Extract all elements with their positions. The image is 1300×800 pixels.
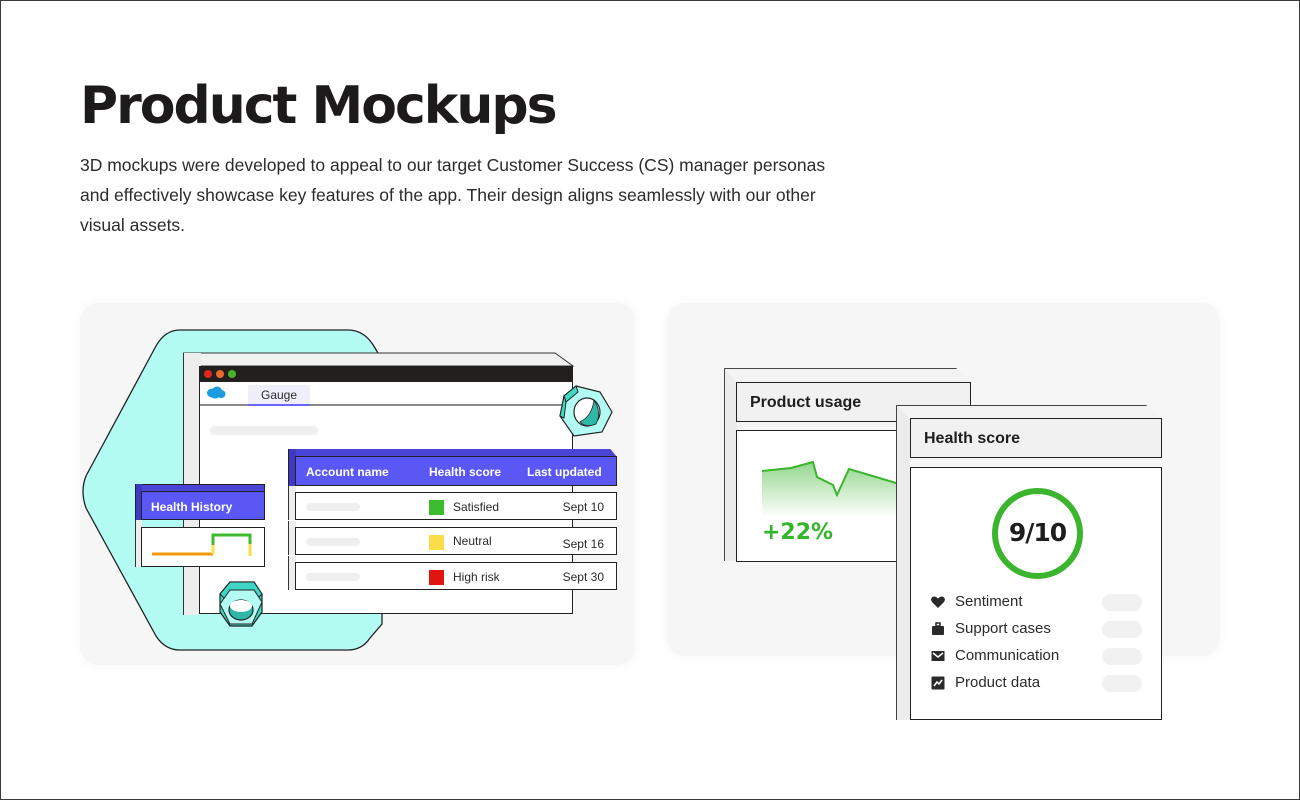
score-value: 9/10: [1008, 518, 1067, 547]
metric-sentiment[interactable]: Sentiment: [930, 592, 1142, 612]
health-status: Satisfied: [453, 500, 500, 514]
column-last-updated[interactable]: Last updated: [527, 465, 602, 479]
column-health-score[interactable]: Health score: [429, 465, 502, 479]
salesforce-cloud-icon: [207, 386, 226, 399]
product-usage-side-face: [724, 368, 737, 561]
last-updated: Sept 10: [562, 500, 604, 514]
product-usage-panel: [736, 430, 907, 562]
metric-value-placeholder: [1102, 648, 1142, 665]
column-account-name[interactable]: Account name: [306, 465, 389, 479]
health-status: Neutral: [453, 534, 492, 548]
account-name-placeholder: [306, 538, 360, 546]
health-history-side-face: [135, 484, 142, 520]
chart-icon: [931, 676, 945, 690]
health-score-side-face: [896, 405, 910, 720]
status-swatch-red: [429, 570, 444, 585]
account-name-placeholder: [306, 503, 360, 511]
row-side-face: [288, 486, 296, 520]
last-updated: Sept 16: [562, 537, 604, 551]
envelope-icon: [931, 651, 945, 661]
health-history-chart: [141, 527, 265, 567]
health-history-line-icon: [152, 533, 252, 556]
accounts-table-header: Account name Health score Last updated: [295, 456, 617, 486]
health-status: High risk: [453, 570, 500, 584]
table-header-top-face: [288, 449, 617, 457]
metric-value-placeholder: [1102, 675, 1142, 692]
metric-value-placeholder: [1102, 621, 1142, 638]
last-updated: Sept 30: [562, 570, 604, 584]
page-description: 3D mockups were developed to appeal to o…: [80, 155, 826, 235]
health-history-title: Health History: [141, 491, 265, 520]
close-dot-icon[interactable]: [204, 370, 212, 378]
usage-change: +22%: [762, 520, 834, 545]
hex-nut-icon: [559, 385, 613, 437]
row-side-face: [288, 556, 296, 590]
health-score-top-face: [896, 405, 1162, 419]
page-title: Product Mockups: [80, 76, 558, 136]
content-placeholder: [210, 426, 318, 435]
health-history-body-side: [135, 520, 142, 567]
health-score-title: Health score: [910, 418, 1162, 458]
table-row[interactable]: Satisfied Sept 10: [295, 492, 617, 520]
table-header-side-face: [288, 449, 296, 486]
metric-value-placeholder: [1102, 594, 1142, 611]
usage-area-chart: [761, 460, 907, 517]
table-row[interactable]: Neutral Sept 16: [295, 527, 617, 555]
hex-nut-icon: [219, 581, 263, 627]
minimize-dot-icon[interactable]: [216, 370, 224, 378]
score-ring: 9/10: [992, 488, 1083, 579]
metric-product-data[interactable]: Product data: [930, 673, 1142, 693]
browser-titlebar: [200, 366, 572, 382]
row-side-face: [288, 521, 296, 555]
briefcase-icon: [932, 622, 944, 635]
account-name-placeholder: [306, 573, 360, 581]
status-swatch-yellow: [429, 535, 444, 550]
metric-communication[interactable]: Communication: [930, 646, 1142, 666]
heart-icon: [931, 596, 945, 608]
table-row[interactable]: High risk Sept 30: [295, 562, 617, 590]
metric-support-cases[interactable]: Support cases: [930, 619, 1142, 639]
tab-gauge[interactable]: Gauge: [248, 385, 310, 406]
status-swatch-green: [429, 500, 444, 515]
product-usage-top-face: [724, 368, 971, 382]
maximize-dot-icon[interactable]: [228, 370, 236, 378]
browser-tabbar: Gauge: [200, 382, 572, 406]
